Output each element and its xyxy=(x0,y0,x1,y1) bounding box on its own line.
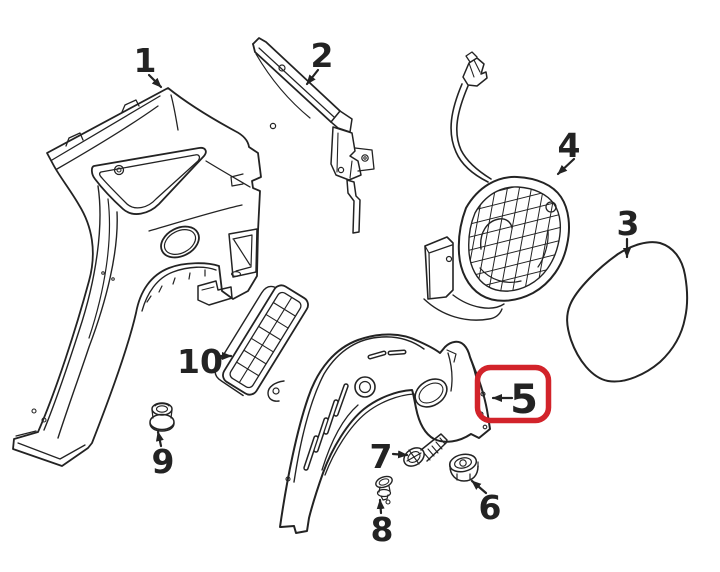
wheel-arch-liner xyxy=(267,333,491,534)
arrow-4 xyxy=(556,157,576,176)
callout-label-8: 8 xyxy=(371,510,394,549)
clip-8 xyxy=(375,475,393,501)
arrow-1 xyxy=(147,73,163,89)
filler-neck-opening xyxy=(414,378,448,408)
arrow-8 xyxy=(376,498,385,515)
connector-plug xyxy=(462,57,488,87)
housing-mesh xyxy=(468,186,561,292)
release-cable xyxy=(450,83,489,183)
callout-label-1: 1 xyxy=(134,41,157,80)
callout-label-3: 3 xyxy=(617,204,640,243)
callout-label-4: 4 xyxy=(558,126,581,165)
callout-label-7: 7 xyxy=(370,437,393,476)
arrow-9 xyxy=(155,430,164,448)
callout-labels: 1 2 3 4 5 6 7 8 9 10 xyxy=(134,36,640,549)
fuel-filler-housing xyxy=(423,51,570,321)
liner-grommet xyxy=(354,376,376,398)
quarter-panel xyxy=(12,87,262,467)
nut-6 xyxy=(448,453,479,482)
arrow-6 xyxy=(470,479,488,495)
callout-label-2: 2 xyxy=(311,36,334,75)
fuel-filler-door xyxy=(566,241,689,383)
callout-label-9: 9 xyxy=(152,442,175,481)
nut-9 xyxy=(149,402,175,432)
callout-label-10: 10 xyxy=(177,342,223,381)
highlight-box-5 xyxy=(474,364,552,424)
arrow-7 xyxy=(391,450,409,459)
arrow-2 xyxy=(305,68,320,86)
pillar-reinforcement-rail xyxy=(252,37,375,234)
callout-label-6: 6 xyxy=(479,488,502,527)
callout-arrows xyxy=(147,68,631,515)
vent-grille xyxy=(214,284,309,397)
line-art xyxy=(12,37,689,534)
screw-7 xyxy=(403,433,448,467)
callout-label-5: 5 xyxy=(510,377,538,423)
